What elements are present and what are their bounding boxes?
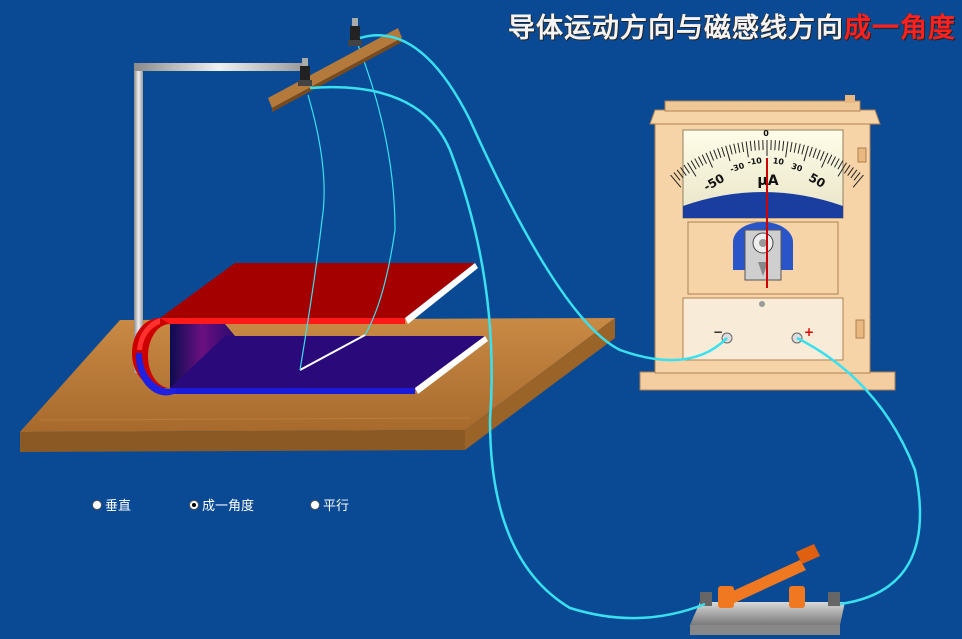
page-title: 导体运动方向与磁感线方向成一角度 — [508, 6, 956, 45]
meter-tick — [737, 142, 741, 153]
meter-tick — [834, 158, 840, 168]
meter-plus-label: + — [804, 325, 814, 339]
meter-tick — [850, 169, 858, 179]
meter-tick — [680, 167, 687, 176]
meter-tick — [852, 174, 864, 188]
meter-tick — [729, 144, 733, 155]
meter-tick — [803, 145, 809, 162]
meter-minus-label: − — [713, 325, 723, 339]
meter-tick — [753, 140, 756, 151]
meter-tick — [837, 160, 844, 170]
meter-tick — [837, 162, 847, 177]
stand-pole — [134, 63, 304, 373]
suspension-threads — [299, 44, 396, 371]
meter-tick — [705, 152, 713, 168]
meter-tick — [789, 142, 793, 153]
meter-tick — [683, 164, 690, 174]
meter-tick — [847, 167, 854, 176]
meter-tick — [670, 174, 682, 188]
title-main: 导体运动方向与磁感线方向 — [508, 13, 844, 44]
meter-tick — [778, 140, 781, 151]
meter-tick — [713, 149, 718, 160]
meter-tick — [721, 146, 726, 157]
meter-tick — [821, 152, 829, 168]
meter-tick — [830, 156, 837, 166]
meter-tick — [801, 144, 805, 155]
meter-tick — [758, 140, 760, 151]
meter-tick — [797, 143, 801, 154]
meter-unit: μA — [757, 173, 778, 189]
meter-tick-label: -30 — [729, 161, 746, 174]
wooden-crossbar — [268, 28, 402, 112]
option-angle[interactable]: 成一角度 — [189, 495, 254, 514]
option-label: 垂直 — [105, 499, 132, 514]
knife-switch[interactable] — [690, 544, 845, 635]
crossbar-terminal-left[interactable] — [298, 58, 312, 86]
crossbar-terminal-right[interactable] — [348, 18, 362, 46]
meter-tick — [733, 143, 737, 154]
meter-tick — [701, 154, 707, 164]
meter-tick — [725, 145, 731, 162]
meter-tick — [745, 141, 749, 158]
meter-tick — [694, 158, 700, 168]
meter-tick — [687, 162, 697, 177]
meter-tick — [816, 149, 821, 160]
title-highlight: 成一角度 — [844, 13, 956, 44]
meter-tick-label: 10 — [772, 156, 785, 167]
meter-tick — [676, 169, 684, 179]
meter-tick — [827, 154, 833, 164]
meter-tick — [782, 140, 785, 151]
meter-zero-label: 0 — [763, 129, 769, 138]
radio-button[interactable] — [92, 499, 102, 510]
meter-tick — [717, 148, 722, 158]
meter-tick — [741, 142, 745, 153]
meter-tick — [819, 151, 825, 161]
meter-tick — [690, 160, 697, 170]
connecting-wires — [309, 34, 922, 620]
option-perpendicular[interactable]: 垂直 — [92, 495, 131, 514]
meter-tick — [774, 140, 776, 151]
meter-tick — [697, 156, 704, 166]
meter-tick — [709, 151, 715, 161]
meter-tick — [673, 172, 681, 181]
conductor-rod[interactable] — [299, 334, 366, 371]
meter-tick-label: -10 — [747, 156, 763, 167]
meter-tick-label: 30 — [790, 162, 804, 174]
meter-tick — [808, 146, 813, 157]
option-parallel[interactable]: 平行 — [310, 495, 349, 514]
radio-button-selected[interactable] — [189, 499, 199, 510]
meter-tick — [844, 164, 851, 174]
meter-tick — [749, 140, 752, 151]
meter-tick — [785, 141, 789, 158]
horseshoe-magnet — [132, 263, 488, 396]
meter-tick — [793, 142, 797, 153]
meter-tick — [853, 172, 861, 181]
option-label: 成一角度 — [202, 499, 255, 514]
radio-button[interactable] — [310, 499, 320, 510]
option-label: 平行 — [323, 499, 350, 514]
meter-tick — [812, 148, 817, 158]
galvanometer — [639, 95, 896, 391]
